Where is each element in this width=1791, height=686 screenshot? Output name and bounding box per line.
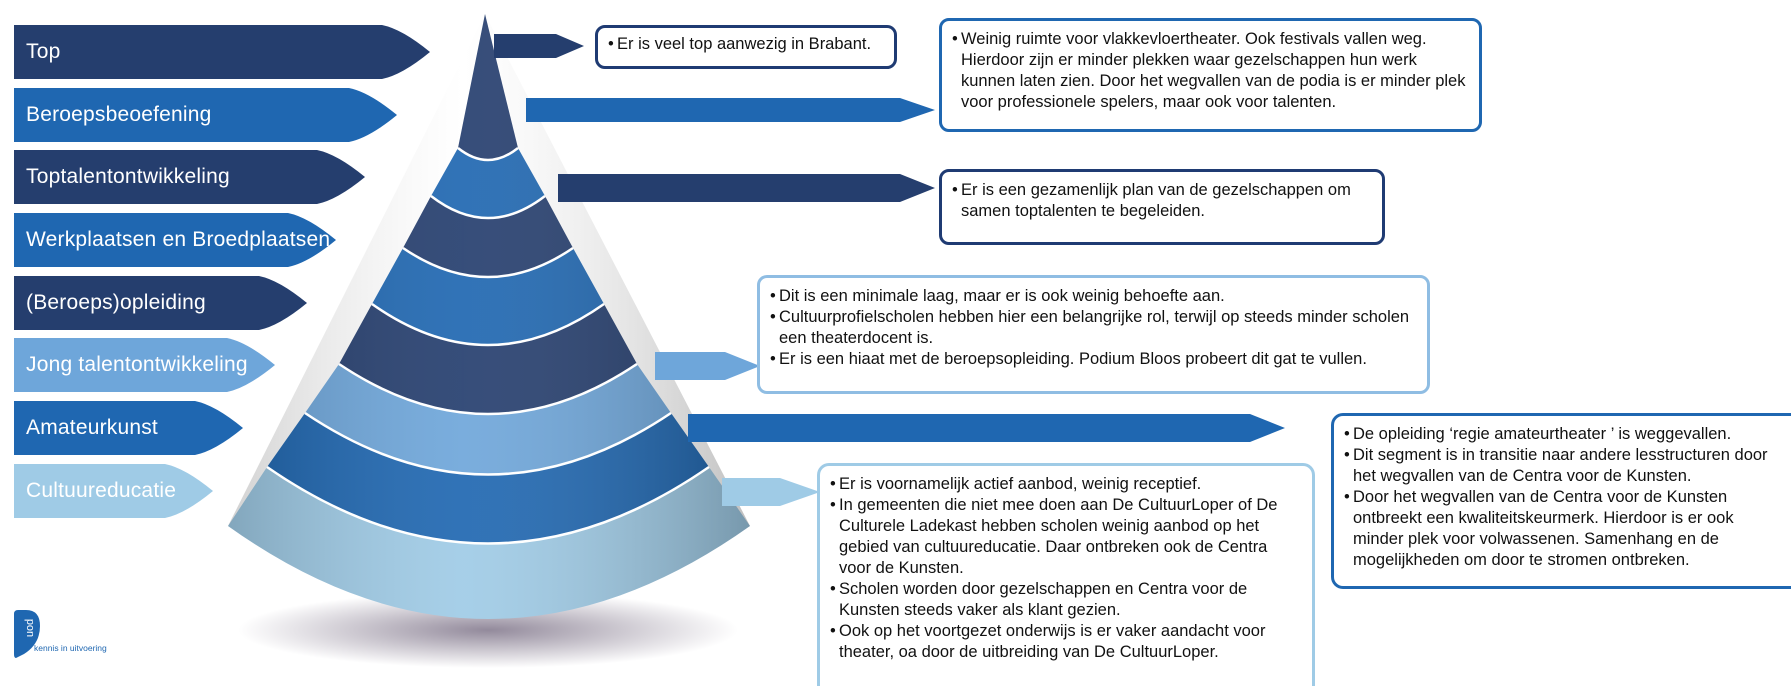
layer-label-shape bbox=[14, 276, 307, 330]
callout-toptalent: Er is een gezamenlijk plan van de gezels… bbox=[939, 169, 1385, 245]
layer-label-werkplaatsen: Werkplaatsen en Broedplaatsen bbox=[26, 228, 331, 251]
layer-label-jong-talent: Jong talentontwikkeling bbox=[26, 353, 248, 376]
callout-top-item: Er is veel top aanwezig in Brabant. bbox=[608, 34, 884, 55]
pon-logo-text: pon bbox=[24, 619, 36, 637]
pon-logo-mark bbox=[14, 610, 40, 658]
callout-amateurkunst-item: Door het wegvallen van de Centra voor de… bbox=[1344, 487, 1781, 571]
callout-beroepsbeoefening: Weinig ruimte voor vlakkevloertheater. O… bbox=[939, 18, 1482, 132]
layer-label-shape bbox=[14, 213, 336, 267]
layer-label-shape bbox=[14, 464, 213, 518]
callout-jongtalent-item: Dit is een minimale laag, maar er is ook… bbox=[770, 286, 1417, 307]
layer-label-cultuureducatie: Cultuureducatie bbox=[26, 479, 177, 502]
callout-top: Er is veel top aanwezig in Brabant. bbox=[595, 25, 897, 69]
layer-label-toptalentontwikkeling: Toptalentontwikkeling bbox=[26, 165, 230, 188]
callout-amateurkunst: De opleiding ‘regie amateurtheater ’ is … bbox=[1331, 413, 1791, 589]
pon-logo-tagline: kennis in uitvoering bbox=[34, 643, 107, 653]
callout-amateurkunst-item: Dit segment is in transitie naar andere … bbox=[1344, 445, 1781, 487]
callout-cultuureducatie-item: In gemeenten die niet mee doen aan De Cu… bbox=[830, 495, 1302, 579]
layer-label-shape bbox=[14, 88, 397, 142]
layer-label-top: Top bbox=[26, 40, 61, 63]
arrow-beroepsbeoefening bbox=[526, 98, 935, 122]
callout-cultuureducatie-item: Er is voornamelijk actief aanbod, weinig… bbox=[830, 474, 1302, 495]
arrow-jongtalent bbox=[655, 352, 760, 380]
callout-jongtalent-item: Er is een hiaat met de beroepsopleiding.… bbox=[770, 349, 1417, 370]
layer-label-beroepsopleiding: (Beroeps)opleiding bbox=[26, 291, 206, 314]
callout-cultuureducatie-item: Scholen worden door gezelschappen en Cen… bbox=[830, 579, 1302, 621]
layer-label-shape bbox=[14, 150, 365, 204]
callout-amateurkunst-item: De opleiding ‘regie amateurtheater ’ is … bbox=[1344, 424, 1781, 445]
callout-toptalent-item: Er is een gezamenlijk plan van de gezels… bbox=[952, 180, 1372, 222]
pyramid-separators bbox=[266, 147, 710, 545]
callout-cultuureducatie-item: Ook op het voortgezet onderwijs is er va… bbox=[830, 621, 1302, 663]
callout-cultuureducatie: Er is voornamelijk actief aanbod, weinig… bbox=[817, 463, 1315, 686]
arrow-cultuureducatie bbox=[722, 478, 820, 506]
layer-label-amateurkunst: Amateurkunst bbox=[26, 416, 158, 439]
callout-jongtalent-item: Cultuurprofielscholen hebben hier een be… bbox=[770, 307, 1417, 349]
pyramid-shading bbox=[228, 14, 750, 619]
layer-label-shape bbox=[14, 401, 243, 455]
layer-label-shape bbox=[14, 338, 275, 392]
pyramid-shadow bbox=[238, 592, 738, 668]
layer-label-shapes bbox=[14, 25, 430, 518]
layer-label-beroepsbeoefening: Beroepsbeoefening bbox=[26, 103, 212, 126]
pon-logo: pon bbox=[14, 610, 40, 658]
callout-jongtalent: Dit is een minimale laag, maar er is ook… bbox=[757, 275, 1430, 394]
arrow-toptalent bbox=[558, 174, 935, 202]
callout-beroepsbeoefening-item: Weinig ruimte voor vlakkevloertheater. O… bbox=[952, 29, 1469, 113]
arrow-top bbox=[494, 34, 584, 58]
arrow-amateurkunst bbox=[688, 414, 1285, 442]
layer-label-shape bbox=[14, 25, 430, 79]
